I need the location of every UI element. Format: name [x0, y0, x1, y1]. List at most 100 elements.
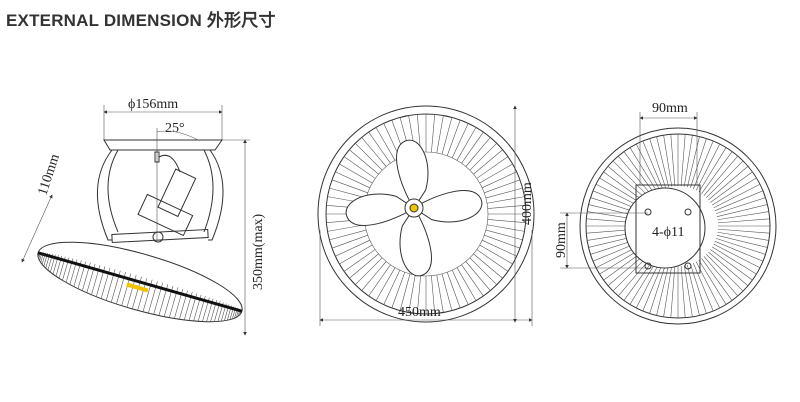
grill-wire: [607, 166, 648, 201]
grill-wire: [484, 234, 521, 249]
grill-wire: [717, 228, 770, 234]
grill-wire: [487, 204, 526, 209]
grill-wire: [487, 219, 526, 224]
depth-label: 110mm: [36, 152, 63, 197]
fan-blade: [396, 139, 429, 209]
grill-wire: [687, 136, 700, 188]
grill-wire: [343, 156, 376, 179]
grill-wire: [399, 273, 411, 311]
grill-wire: [683, 135, 693, 187]
grill-wire: [715, 197, 766, 214]
grill-wire: [649, 263, 666, 314]
grill-wire: [680, 265, 686, 318]
grill-wire: [714, 190, 764, 211]
grill-wire: [383, 270, 401, 305]
grill-wire: [708, 166, 749, 201]
grill-wire: [642, 140, 663, 190]
grill-wire: [485, 229, 523, 241]
grill-wire: [713, 243, 761, 269]
width-label: 450mm: [398, 305, 441, 320]
grill-wire: [441, 273, 453, 311]
height-label: 350mm(max): [251, 213, 266, 290]
grill-wire: [349, 149, 379, 175]
grill-wire: [436, 115, 444, 153]
grill-wire: [629, 259, 658, 305]
motor-housing: [157, 168, 197, 218]
fan-blade: [345, 193, 415, 226]
grill-wire: [703, 256, 738, 297]
grill-wire: [663, 135, 673, 187]
grill-wire: [335, 239, 370, 257]
grill-wire: [690, 138, 707, 189]
back-view: 4-ϕ11 90mm 90mm: [554, 101, 777, 325]
grill-wire: [716, 204, 768, 217]
grill-wire: [368, 264, 391, 297]
grill-wire: [716, 235, 768, 248]
grill-wire: [339, 163, 373, 184]
grill-wire: [656, 136, 669, 188]
grill-wire: [368, 131, 391, 164]
grill-wire: [487, 224, 525, 232]
grill-wire: [485, 187, 523, 199]
grill-wire: [683, 265, 693, 317]
top-width-label: 90mm: [652, 101, 688, 116]
grill-wire: [331, 234, 368, 249]
grill-wire: [710, 171, 753, 203]
grill-wire: [451, 123, 469, 158]
grill-wire: [693, 262, 714, 312]
grill-wire: [710, 249, 753, 281]
grill-wire: [717, 211, 769, 221]
grill-wire: [482, 171, 517, 189]
fan-blade: [399, 207, 432, 277]
grill-wire: [714, 241, 764, 262]
ceiling-plate: [103, 139, 223, 151]
fan-hub: [409, 203, 419, 213]
grill-wire: [713, 183, 761, 209]
grill-wire: [642, 262, 663, 312]
grill-wire: [479, 163, 513, 184]
grill-wire: [690, 263, 707, 314]
back-guard-outer: [579, 127, 777, 325]
grill-wire: [473, 149, 503, 175]
grill-wire: [484, 179, 521, 194]
grill-wire: [708, 251, 749, 286]
grill-wire: [680, 134, 686, 187]
grill-wire: [715, 238, 766, 255]
grill-wire: [355, 257, 383, 285]
grill-wire: [456, 127, 477, 161]
grill-wire: [663, 265, 673, 317]
grill-wire: [635, 261, 661, 309]
grill-wire: [476, 249, 509, 272]
grill-wire: [327, 224, 365, 232]
mount-arm-left: [97, 149, 113, 241]
grill-wire: [361, 137, 387, 167]
grill-wire: [431, 114, 436, 153]
holes-label: 4-ϕ11: [652, 225, 685, 240]
front-height-label: 400mm: [520, 182, 535, 225]
grill-wire: [343, 249, 376, 272]
pivot-knob: [152, 231, 164, 243]
grill-wire: [465, 137, 491, 167]
grill-wire: [717, 218, 770, 224]
grill-wire: [706, 254, 744, 292]
grill-wire: [335, 171, 370, 189]
grill-wire: [701, 151, 733, 194]
grill-wire: [695, 143, 721, 191]
grill-wire: [703, 155, 738, 196]
grill-wire: [361, 261, 387, 291]
grill-wire: [649, 138, 666, 189]
page-title: EXTERNAL DIMENSION 外形尺寸: [6, 11, 276, 30]
grill-wire: [461, 264, 484, 297]
side-view: ϕ156mm 25° 350mm(max) 110mm: [21, 97, 266, 336]
front-guard-outer: [317, 105, 535, 323]
grill-wire: [391, 272, 406, 309]
front-view: 450mm 400mm: [317, 105, 535, 326]
grill-wire: [469, 257, 497, 285]
grill-wire: [446, 272, 461, 309]
grill-wire: [670, 134, 676, 187]
grill-wire: [670, 265, 676, 318]
grill-wire: [469, 143, 497, 171]
grill-wire: [701, 258, 733, 301]
grill-wire: [698, 259, 727, 305]
